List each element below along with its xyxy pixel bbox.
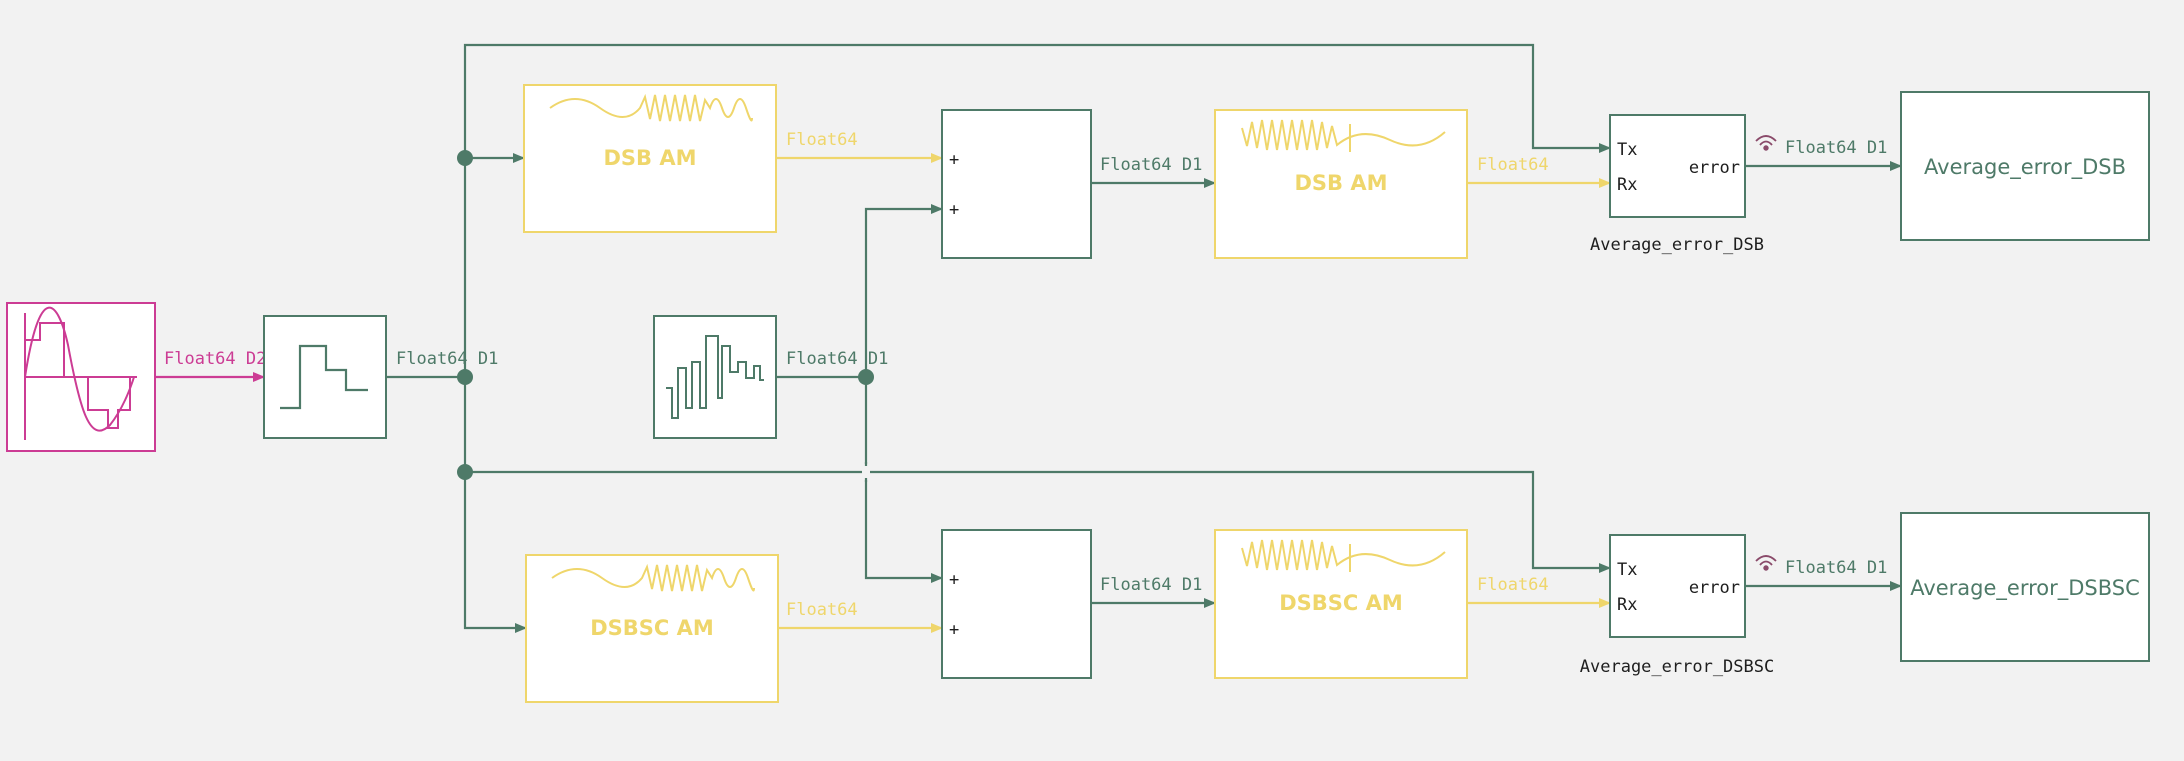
error-rate-dsb-block[interactable]: Tx Rx error — [1609, 114, 1746, 218]
sum-port-plus: + — [949, 200, 959, 220]
display-title: Average_error_DSB — [1924, 155, 2126, 180]
port-error: error — [1689, 578, 1740, 598]
error-rate-dsbsc-block[interactable]: Tx Rx error — [1609, 534, 1746, 638]
am-wave-icon — [549, 93, 753, 122]
signal-label: Float64 — [786, 600, 858, 620]
signal-label: Float64 D1 — [1785, 138, 1887, 158]
block-caption: Average_error_DSB — [1590, 235, 1764, 255]
sine-source-block[interactable] — [6, 302, 156, 452]
junction-dot — [457, 150, 473, 166]
display-title: Average_error_DSBSC — [1910, 576, 2140, 601]
signal-label: Float64 — [786, 130, 858, 150]
port-rx: Rx — [1617, 595, 1637, 615]
display-dsbsc-block[interactable]: Average_error_DSBSC — [1900, 512, 2150, 662]
junction-dot — [457, 464, 473, 480]
am-wave-icon — [551, 563, 755, 592]
sine-sample-hold-icon — [24, 306, 137, 440]
wire-noise-to-sum-dsb[interactable] — [864, 204, 943, 377]
dsbsc-am-modulator-block[interactable]: DSBSC AM — [525, 554, 779, 703]
wire-to-tx-dsb[interactable] — [463, 43, 1611, 158]
wireless-signal-icon — [1755, 135, 1777, 151]
am-wave-icon — [1241, 539, 1446, 571]
sum-dsbsc-block[interactable]: + + — [941, 529, 1092, 679]
block-title: DSB AM — [1294, 171, 1387, 195]
signal-label: Float64 D1 — [1100, 575, 1202, 595]
signal-label: Float64 D1 — [1100, 155, 1202, 175]
zero-order-hold-block[interactable] — [263, 315, 387, 439]
junction-dot — [858, 369, 874, 385]
wire-to-tx-dsbsc[interactable] — [465, 470, 1611, 573]
signal-label: Float64 D1 — [1785, 558, 1887, 578]
signal-label: Float64 D1 — [396, 349, 498, 369]
block-title: DSBSC AM — [1279, 591, 1403, 615]
wire-noise-to-sum-dsbsc[interactable] — [864, 377, 943, 583]
dsb-am-modulator-block[interactable]: DSB AM — [523, 84, 777, 233]
port-rx: Rx — [1617, 175, 1637, 195]
block-title: DSBSC AM — [590, 616, 714, 640]
am-wave-icon — [1241, 119, 1446, 151]
signal-label: Float64 — [1477, 575, 1549, 595]
wire-to-dsbsc-mod[interactable] — [463, 472, 527, 633]
dsb-am-demodulator-block[interactable]: DSB AM — [1214, 109, 1468, 259]
sum-port-plus: + — [949, 150, 959, 170]
random-signal-icon — [666, 335, 764, 419]
signal-label: Float64 — [1477, 155, 1549, 175]
wireless-signal-icon — [1755, 555, 1777, 571]
junction-dot — [457, 369, 473, 385]
sum-port-plus: + — [949, 570, 959, 590]
signal-label: Float64 D2 — [164, 349, 266, 369]
noise-source-block[interactable] — [653, 315, 777, 439]
port-error: error — [1689, 158, 1740, 178]
signal-label: Float64 D1 — [786, 349, 888, 369]
display-dsb-block[interactable]: Average_error_DSB — [1900, 91, 2150, 241]
port-tx: Tx — [1617, 560, 1637, 580]
sum-port-plus: + — [949, 620, 959, 640]
sum-dsb-block[interactable]: + + — [941, 109, 1092, 259]
dsbsc-am-demodulator-block[interactable]: DSBSC AM — [1214, 529, 1468, 679]
block-caption: Average_error_DSBSC — [1580, 657, 1774, 677]
block-title: DSB AM — [603, 146, 696, 170]
step-pulse-icon — [280, 344, 368, 410]
port-tx: Tx — [1617, 140, 1637, 160]
